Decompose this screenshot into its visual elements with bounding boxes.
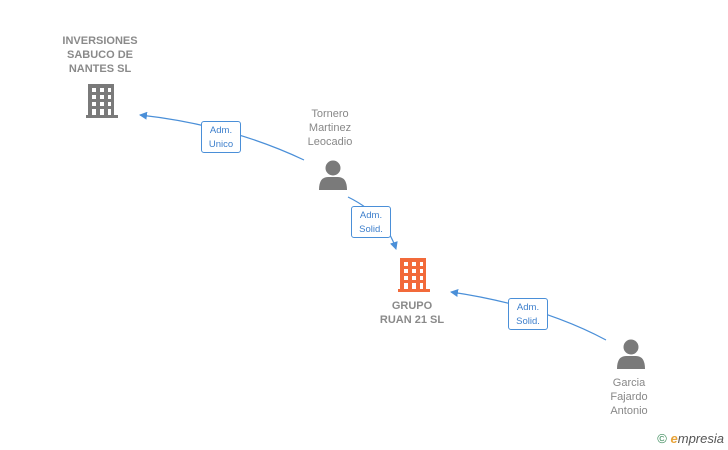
node-label-tornero[interactable]: Tornero Martinez Leocadio xyxy=(290,107,370,149)
edge-label-line: Adm. xyxy=(516,302,540,313)
main-building-icon[interactable] xyxy=(398,258,430,292)
edge-label-adm-solid[interactable]: Adm. Solid. xyxy=(351,206,391,238)
edge-label-line: Adm. xyxy=(209,125,233,136)
label-line: Martinez xyxy=(308,122,352,134)
person-icon[interactable] xyxy=(617,339,645,370)
empresia-logo: empresia xyxy=(671,431,724,446)
edge-label-line: Solid. xyxy=(359,224,383,235)
node-label-inversiones[interactable]: INVERSIONES SABUCO DE NANTES SL xyxy=(40,34,160,76)
label-line: Antonio xyxy=(610,405,648,417)
edge-label-adm-unico[interactable]: Adm. Unico xyxy=(201,121,241,153)
node-label-garcia[interactable]: Garcia Fajardo Antonio xyxy=(592,376,666,418)
brand-initial: e xyxy=(670,431,678,446)
copyright-icon: © xyxy=(657,431,667,446)
node-label-grupo[interactable]: GRUPO RUAN 21 SL xyxy=(362,299,462,327)
label-line: SABUCO DE xyxy=(66,49,133,61)
label-line: Fajardo xyxy=(610,391,648,403)
edge-label-line: Adm. xyxy=(359,210,383,221)
brand-rest: mpresia xyxy=(677,431,724,446)
label-line: INVERSIONES xyxy=(62,35,138,47)
label-line: RUAN 21 SL xyxy=(379,314,445,326)
label-line: NANTES SL xyxy=(68,63,132,75)
edge-label-line: Unico xyxy=(208,139,234,150)
label-line: GRUPO xyxy=(391,300,433,312)
label-line: Leocadio xyxy=(307,136,353,148)
copyright-brand: © empresia xyxy=(657,431,724,446)
edge-label-adm-solid[interactable]: Adm. Solid. xyxy=(508,298,548,330)
edge-label-line: Solid. xyxy=(516,316,540,327)
label-line: Tornero xyxy=(311,108,349,120)
person-icon[interactable] xyxy=(319,160,347,191)
building-icon[interactable] xyxy=(86,84,118,118)
label-line: Garcia xyxy=(612,377,646,389)
